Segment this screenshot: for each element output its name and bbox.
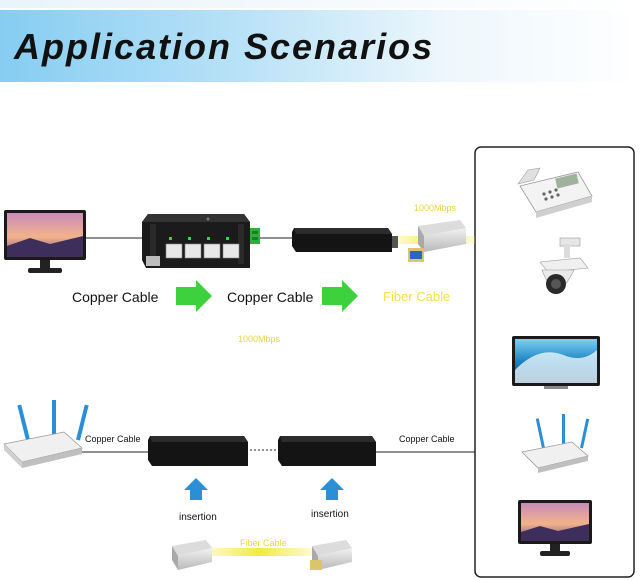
sfp-module-icon-left bbox=[172, 540, 212, 570]
copper-cable-label-3: Copper Cable bbox=[85, 434, 141, 444]
fiber-cable-line-bottom bbox=[200, 548, 318, 556]
tv-icon bbox=[512, 336, 600, 389]
router-icon bbox=[3, 400, 89, 468]
banner-background bbox=[0, 10, 640, 82]
copper-cable-label-4: Copper Cable bbox=[399, 434, 455, 444]
telephone-icon bbox=[517, 167, 593, 218]
insertion-arrow-right bbox=[320, 478, 344, 500]
speed-label-top: 1000Mbps bbox=[414, 203, 457, 213]
monitor-icon-right bbox=[518, 500, 592, 556]
router-icon-right bbox=[521, 414, 590, 473]
speed-label-bottom: 1000Mbps bbox=[238, 334, 281, 344]
sfp-module-icon-right bbox=[310, 540, 352, 570]
media-converter-icon-left bbox=[148, 436, 248, 466]
copper-cable-label-1: Copper Cable bbox=[72, 289, 159, 305]
fiber-cable-label-bottom: Fiber Cable bbox=[240, 538, 287, 548]
header-banner: Application Scenarios bbox=[0, 0, 640, 82]
monitor-icon bbox=[4, 210, 86, 273]
insertion-arrow-left bbox=[184, 478, 208, 500]
banner-top-strip bbox=[0, 0, 640, 8]
copper-cable-label-2: Copper Cable bbox=[227, 289, 314, 305]
page-title: Application Scenarios bbox=[14, 26, 435, 67]
insertion-label-right: insertion bbox=[311, 509, 349, 520]
media-converter-icon bbox=[292, 228, 398, 252]
insertion-label-left: insertion bbox=[179, 512, 217, 523]
fiber-cable-label-top: Fiber Cable bbox=[383, 289, 451, 304]
ptz-camera-icon bbox=[539, 237, 589, 294]
media-converter-icon-right bbox=[278, 436, 376, 466]
green-arrow-1 bbox=[176, 280, 212, 312]
sfp-module-icon bbox=[408, 220, 466, 262]
switch-icon bbox=[142, 214, 260, 268]
green-arrow-2 bbox=[322, 280, 358, 312]
